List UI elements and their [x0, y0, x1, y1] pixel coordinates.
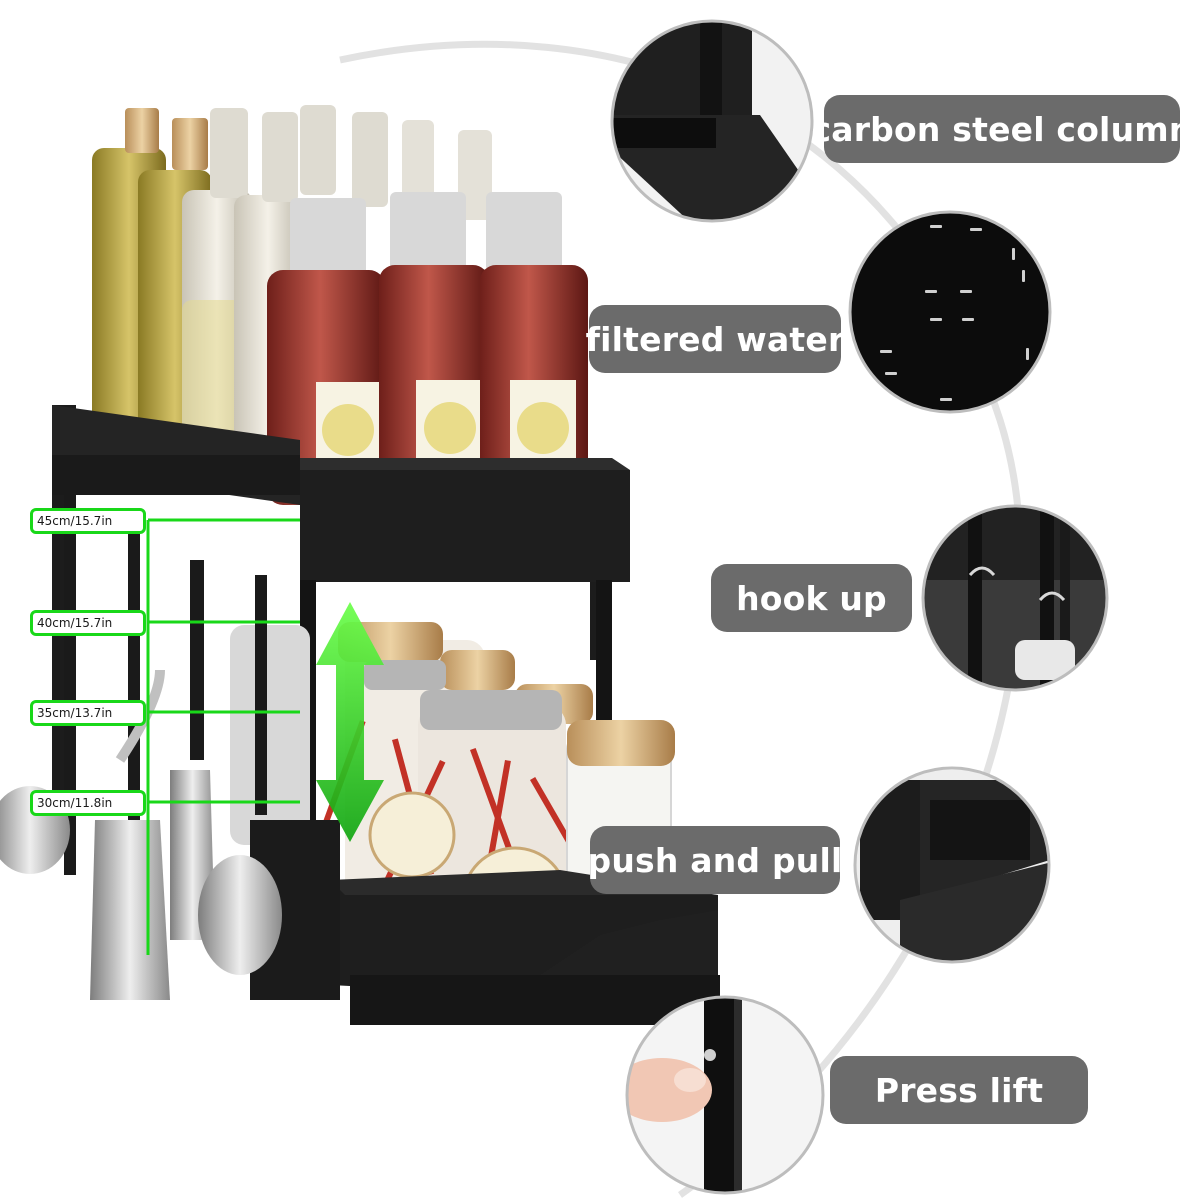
closeup-column: [610, 19, 814, 223]
height-label-45: 45cm/15.7in: [30, 508, 146, 534]
closeup-hook: [921, 504, 1109, 692]
guide-arc: [339, 40, 1024, 1198]
hanging-utensils: [0, 495, 282, 1000]
feature-push-and-pull: push and pull: [588, 826, 842, 894]
closeup-press-lift: [625, 995, 825, 1195]
height-adjust-arrow: [316, 602, 384, 842]
closeup-drain: [848, 210, 1052, 414]
rack: [0, 105, 720, 1025]
feature-hook-up: hook up: [711, 564, 912, 632]
height-measurements: [146, 518, 300, 955]
height-label-40: 40cm/15.7in: [30, 610, 146, 636]
feature-carbon-steel-column: carbon steel column: [811, 95, 1192, 163]
feature-press-lift: Press lift: [830, 1056, 1088, 1124]
feature-filtered-water: filtered water: [586, 305, 844, 373]
closeup-drawer: [853, 766, 1051, 964]
height-label-30: 30cm/11.8in: [30, 790, 146, 816]
height-label-35: 35cm/13.7in: [30, 700, 146, 726]
